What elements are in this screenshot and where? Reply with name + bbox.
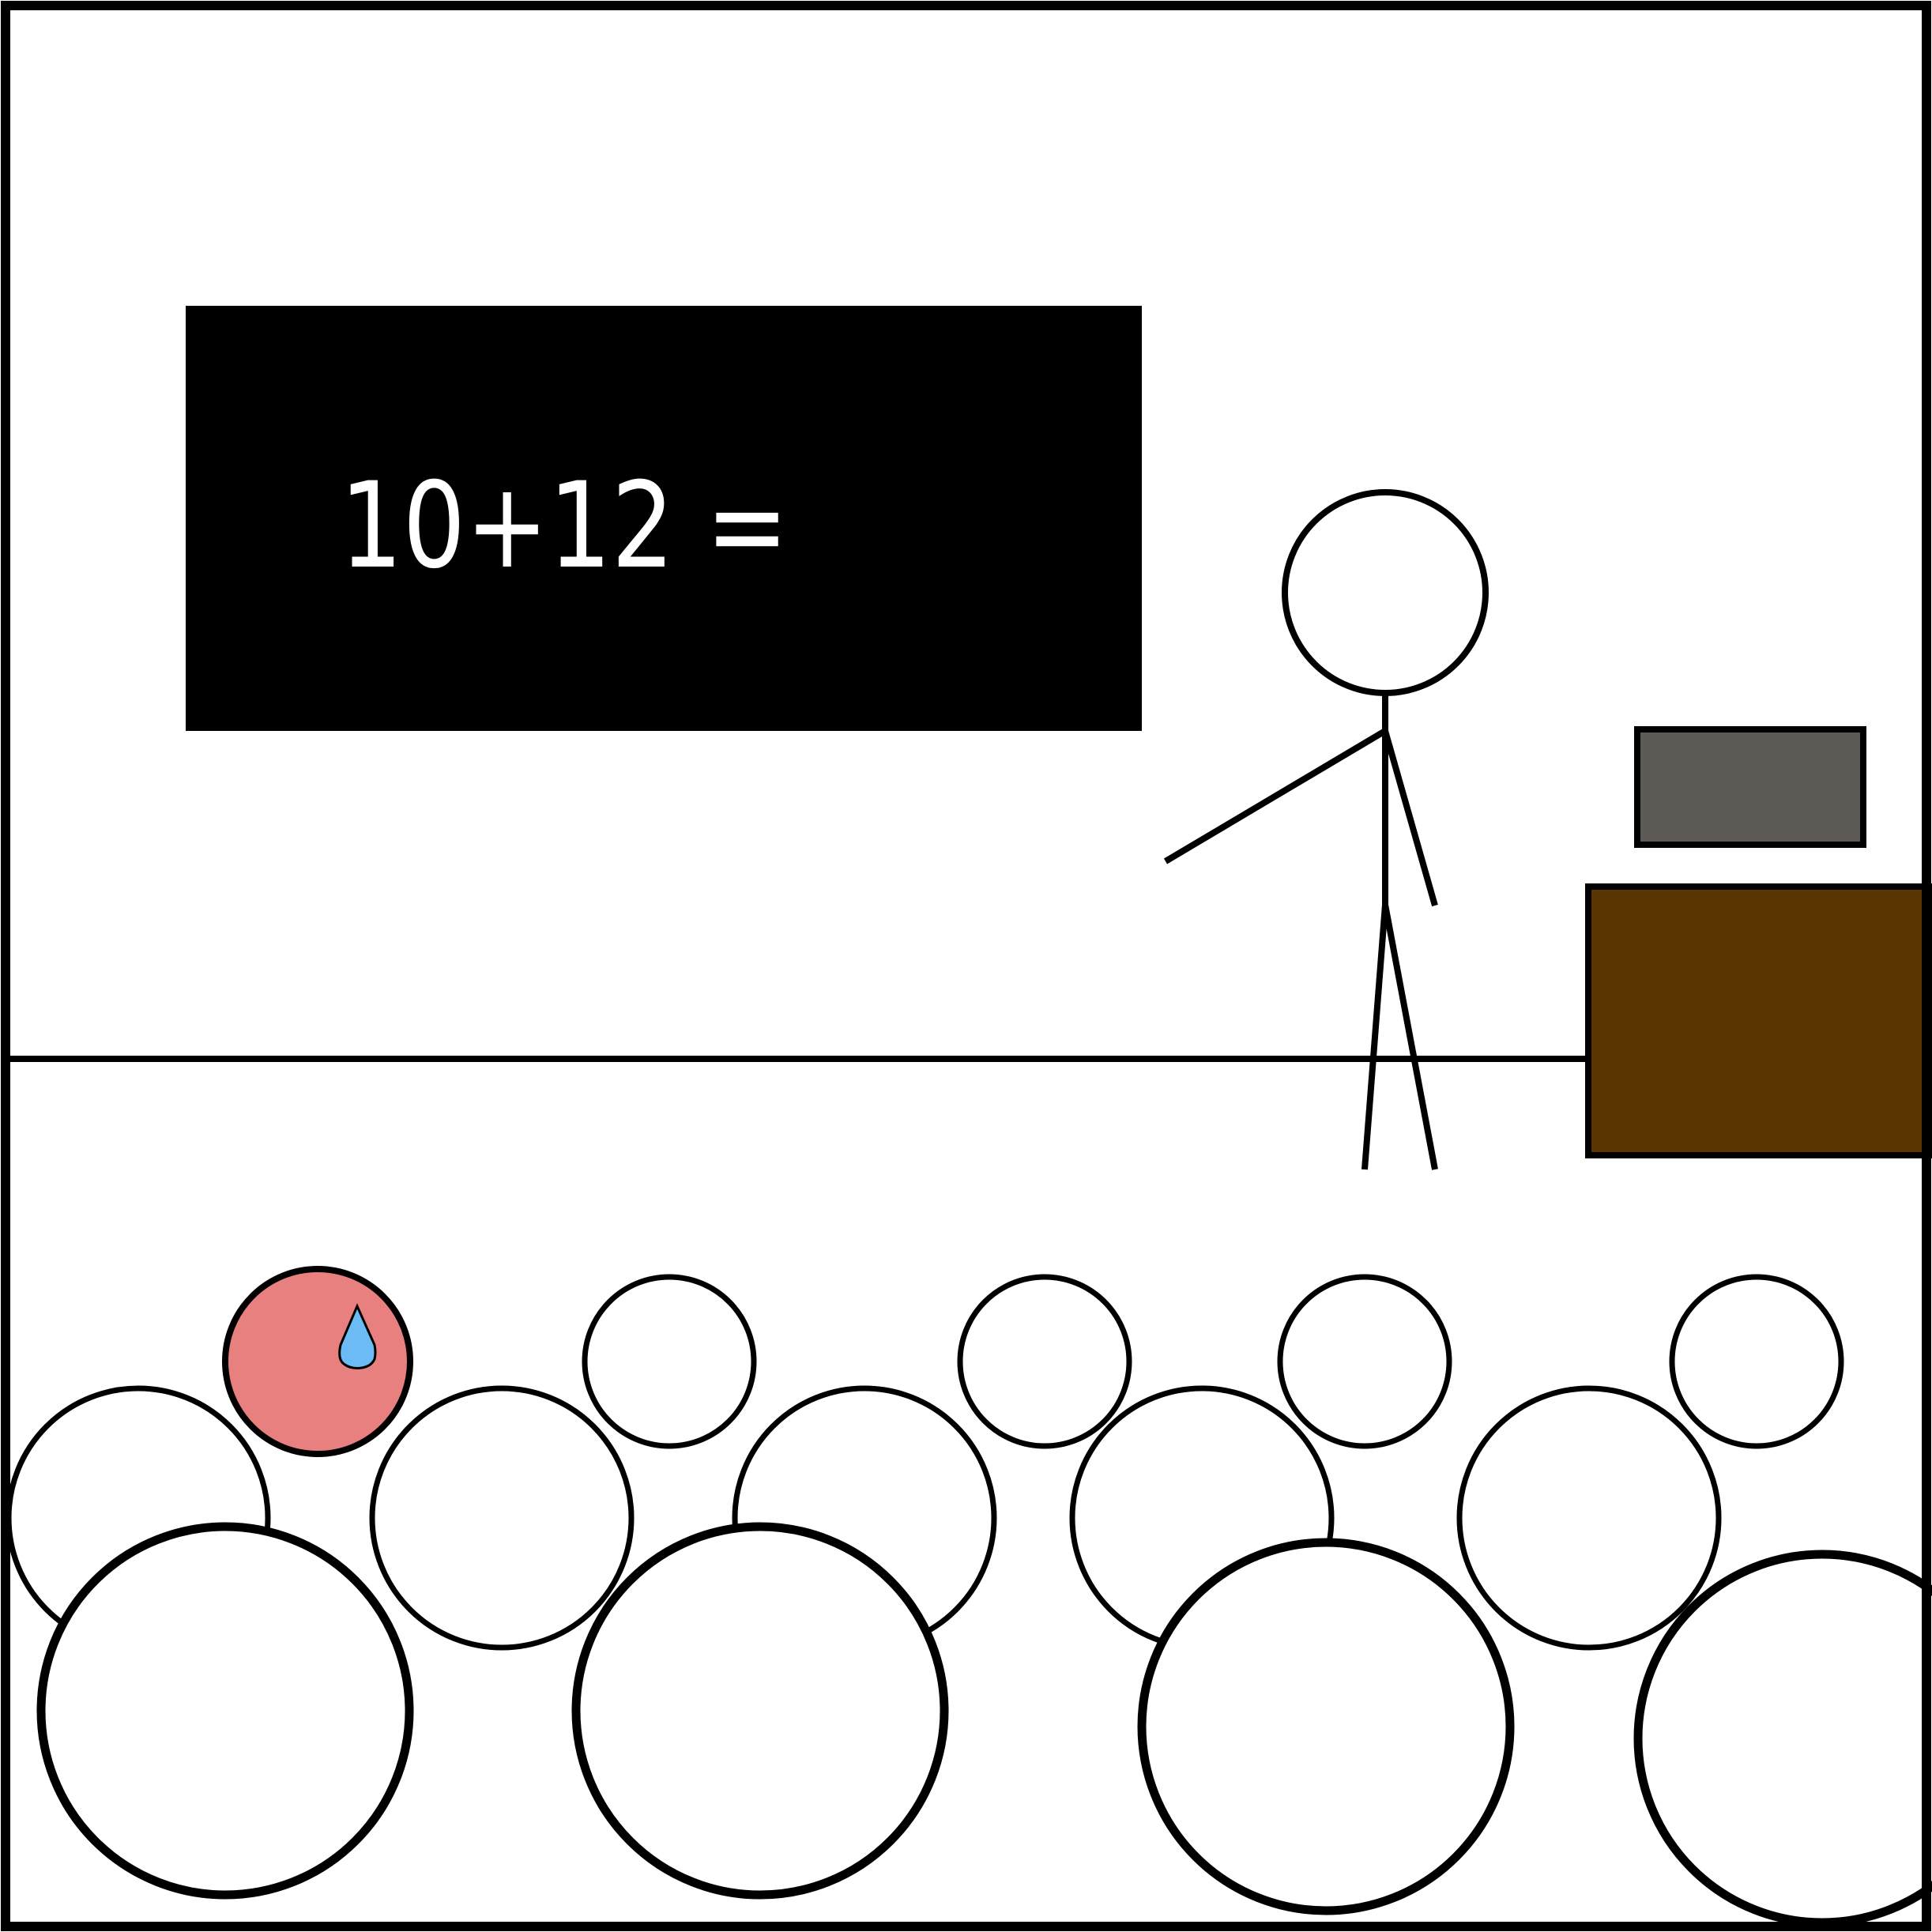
teacher-left-arm: [1163, 728, 1388, 864]
sweat-drop-icon: [338, 1303, 377, 1369]
blushing-student-head: [222, 1266, 413, 1457]
chalkboard: [186, 306, 1142, 731]
teacher-head: [1282, 489, 1489, 696]
student-head: [369, 1385, 635, 1651]
student-head: [1277, 1274, 1452, 1449]
student-head: [1456, 1385, 1722, 1651]
student-head: [571, 1522, 949, 1900]
student-head: [957, 1274, 1132, 1449]
teacher-stick-figure: [1163, 489, 1489, 1170]
laptop: [1634, 726, 1866, 848]
teacher-right-arm: [1382, 729, 1438, 907]
teacher-right-leg: [1382, 904, 1438, 1170]
student-row-back: [582, 1274, 1844, 1449]
student-head: [36, 1522, 414, 1900]
student-row-front: [36, 1522, 1932, 1927]
chalkboard-equation: 10+12 =: [340, 458, 789, 595]
desk: [1585, 883, 1932, 1158]
student-head: [1669, 1274, 1844, 1449]
student-head: [1137, 1538, 1515, 1915]
student-head: [582, 1274, 757, 1449]
blushing-student: [222, 1266, 413, 1457]
teacher-left-leg: [1361, 904, 1388, 1170]
